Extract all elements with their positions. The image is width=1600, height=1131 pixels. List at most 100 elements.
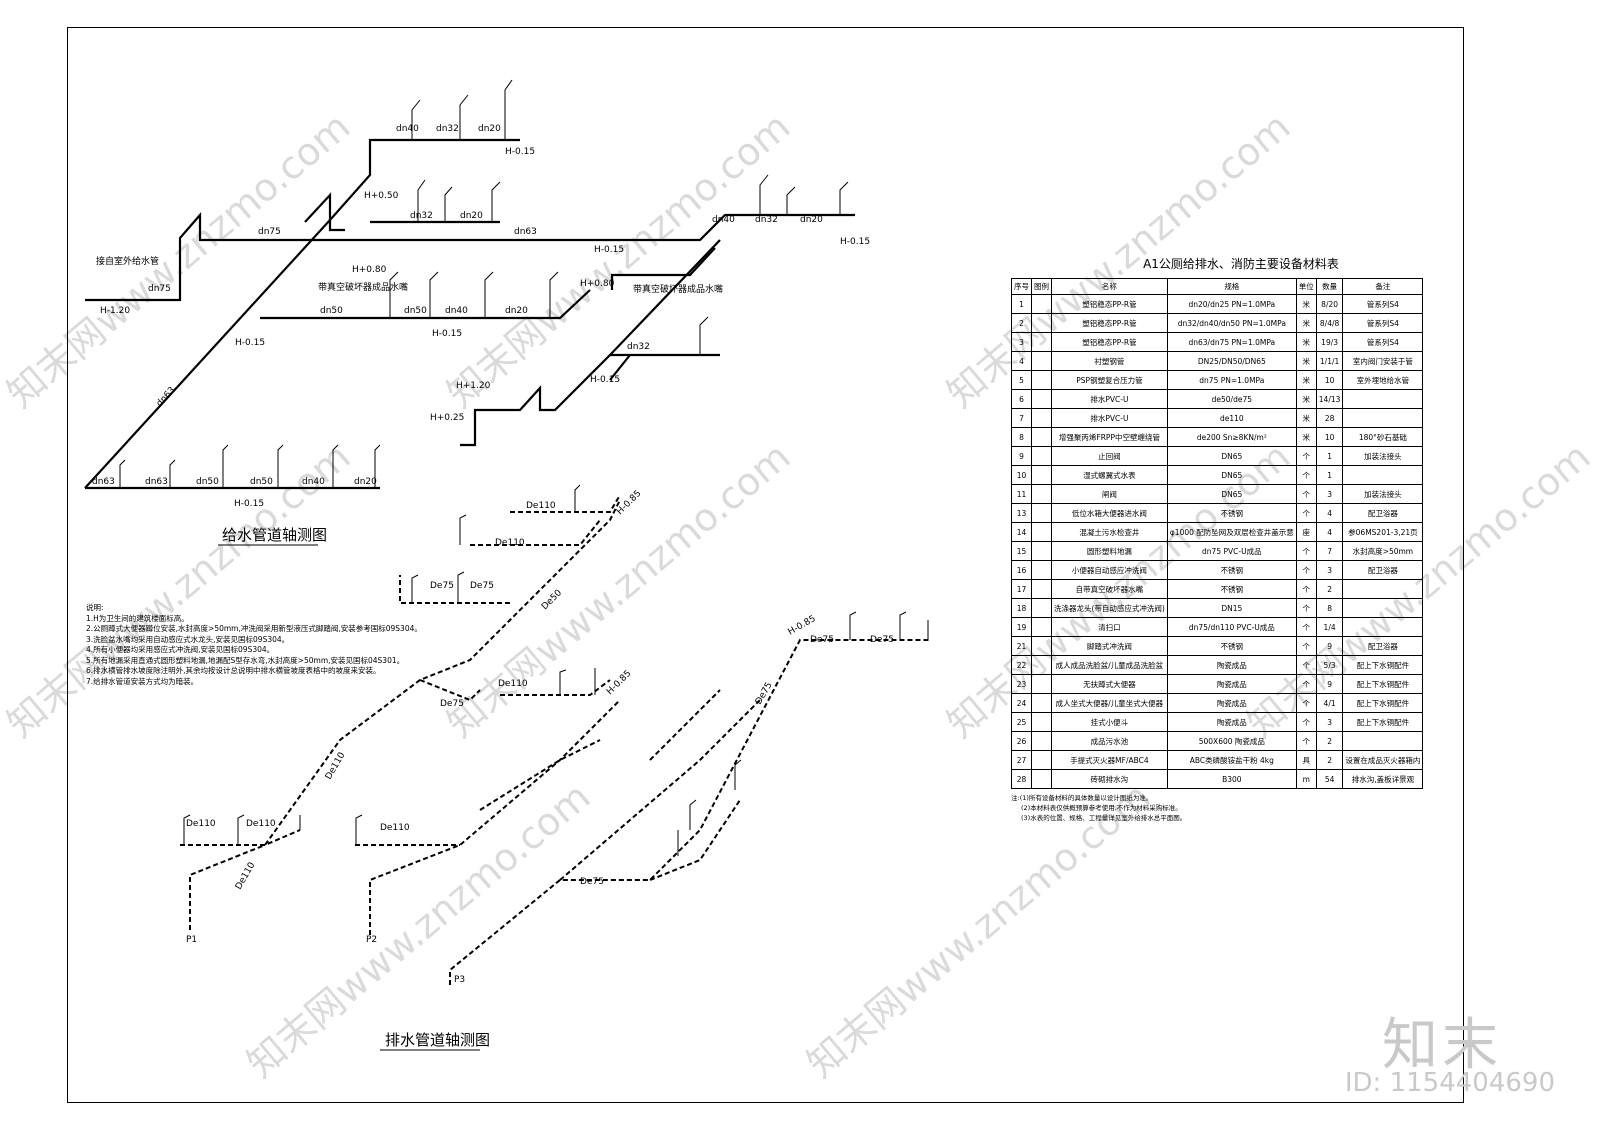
outlet-label: P2 (366, 935, 377, 945)
table-cell-unit: 个 (1295, 503, 1317, 523)
pipe-size-label: dn63 (92, 477, 115, 487)
legend-symbol-cell (1031, 484, 1052, 504)
table-cell-unit: 个 (1295, 693, 1317, 713)
table-cell-name: 砖砌排水沟 (1051, 769, 1168, 789)
elevation-label: H-0.15 (594, 245, 624, 255)
table-cell-spec: DN65 (1166, 484, 1297, 504)
drain-pipe (419, 679, 481, 702)
table-cell-name: 低位水箱大便器进水阀 (1051, 503, 1168, 523)
supply-branch (329, 138, 520, 221)
table-cell-spec: 不锈钢 (1166, 503, 1297, 523)
drain-pipe (180, 829, 301, 846)
table-cell-note (1342, 465, 1424, 485)
legend-symbol-cell (1031, 427, 1052, 447)
legend-symbol-cell (1031, 674, 1052, 694)
table-cell-name: 成人成品洗脸盆/儿童成品洗脸盆 (1051, 655, 1168, 675)
pipe-size-label: dn32 (627, 342, 650, 352)
table-cell-no: 4 (1011, 351, 1032, 371)
table-cell-note: 配卫浴器 (1342, 636, 1424, 656)
drain-pipe-p2 (369, 699, 621, 935)
table-cell-qty: 1 (1315, 446, 1344, 466)
table-cell-unit: 个 (1295, 446, 1317, 466)
equipment-footnotes: 注:(1)所有设备材料的具体数量以设计图纸为准。 (2)本材料表仅供概预算参考使… (1011, 793, 1423, 823)
table-cell-no: 22 (1011, 655, 1032, 675)
pipe-size-label: dn40 (712, 215, 735, 225)
supply-inlet-pipe (85, 212, 330, 302)
pipe-size-label: dn32 (436, 124, 459, 134)
table-cell-name: 排水PVC-U (1051, 408, 1168, 428)
table-cell-unit: 米 (1295, 313, 1317, 333)
pipe-size-label: De75 (430, 581, 454, 591)
table-cell-name: 排水PVC-U (1051, 389, 1168, 409)
table-cell-unit: 个 (1295, 465, 1317, 485)
pipe-size-label: De110 (324, 751, 348, 782)
pipe-size-label: De75 (810, 635, 834, 645)
table-cell-note: 配上下水铜配件 (1342, 712, 1424, 732)
table-cell-note: 室外埋地给水管 (1342, 370, 1424, 390)
table-cell-name: 清扫口 (1051, 617, 1168, 637)
pipe-size-label: dn63 (155, 385, 178, 409)
note-item: 5.所有地漏采用直通式圆形塑料地漏,地漏配S型存水弯,水封高度>50mm,安装见… (86, 655, 405, 665)
table-cell-note (1342, 579, 1424, 599)
column-header: 单位 (1295, 278, 1317, 295)
table-cell-qty: 7 (1315, 541, 1344, 561)
pipe-size-label: dn75 (258, 227, 281, 237)
table-cell-no: 7 (1011, 408, 1032, 428)
table-cell-unit: 座 (1295, 522, 1317, 542)
table-cell-note: 设置在成品灭火器箱内 (1342, 750, 1424, 770)
pipe-size-label: dn75 (148, 284, 171, 294)
table-cell-spec: de110 (1166, 408, 1297, 428)
legend-symbol-cell (1031, 655, 1052, 675)
table-cell-qty: 1/1/1 (1315, 351, 1344, 371)
note-item: 6.排水横管排水坡度除注明外,其余均按设计总说明中排水横管坡度表格中的坡度来安装… (86, 666, 381, 675)
table-cell-no: 27 (1011, 750, 1032, 770)
table-cell-name: 洗涤器龙头(带自动感应式冲洗阀) (1051, 598, 1168, 618)
table-cell-name: 脚踏式冲洗阀 (1051, 636, 1168, 656)
table-cell-qty: 5/3 (1315, 655, 1344, 675)
table-cell-spec: DN15 (1166, 598, 1297, 618)
table-cell-qty: 3 (1315, 484, 1344, 504)
table-cell-spec: dn75/dn110 PVC-U成品 (1166, 617, 1297, 637)
table-cell-no: 26 (1011, 731, 1032, 751)
pipe-size-label: De110 (526, 501, 556, 511)
drain-pipe-p3 (449, 639, 930, 985)
legend-symbol-cell (1031, 750, 1052, 770)
legend-symbol-cell (1031, 579, 1052, 599)
table-cell-note: 水封高度>50mm (1342, 541, 1424, 561)
table-cell-no: 19 (1011, 617, 1032, 637)
drawing-frame (67, 27, 1464, 1103)
table-cell-spec: dn32/dn40/dn50 PN=1.0MPa (1166, 313, 1297, 333)
pipe-size-label: De110 (380, 823, 410, 833)
table-cell-note: 配上下水铜配件 (1342, 655, 1424, 675)
elevation-label: H+0.50 (364, 191, 399, 201)
pipe-size-label: dn20 (800, 215, 823, 225)
table-cell-note (1342, 731, 1424, 751)
note-item: 2.公厕蹲式大便器蹲位安装,水封高度>50mm,冲洗阀采用新型液压式脚踏阀,安装… (86, 624, 422, 633)
table-cell-name: 塑铝稳态PP-R管 (1051, 332, 1168, 352)
table-cell-qty: 4/1 (1315, 693, 1344, 713)
supply-branch (607, 239, 721, 357)
legend-symbol-cell (1031, 598, 1052, 618)
legend-symbol-cell (1031, 351, 1052, 371)
table-cell-no: 23 (1011, 674, 1032, 694)
table-cell-no: 18 (1011, 598, 1032, 618)
legend-symbol-cell (1031, 693, 1052, 713)
table-cell-name: 止回阀 (1051, 446, 1168, 466)
legend-symbol-cell (1031, 332, 1052, 352)
table-cell-note: 排水沟,盖板详景观 (1342, 769, 1424, 789)
table-cell-note: 室内阀门安装于管 (1342, 351, 1424, 371)
legend-symbol-cell (1031, 560, 1052, 580)
legend-symbol-cell (1031, 465, 1052, 485)
table-cell-no: 3 (1011, 332, 1032, 352)
table-cell-name: 圆形塑料地漏 (1051, 541, 1168, 561)
drawing-id: ID: 1154404690 (1344, 1068, 1555, 1098)
